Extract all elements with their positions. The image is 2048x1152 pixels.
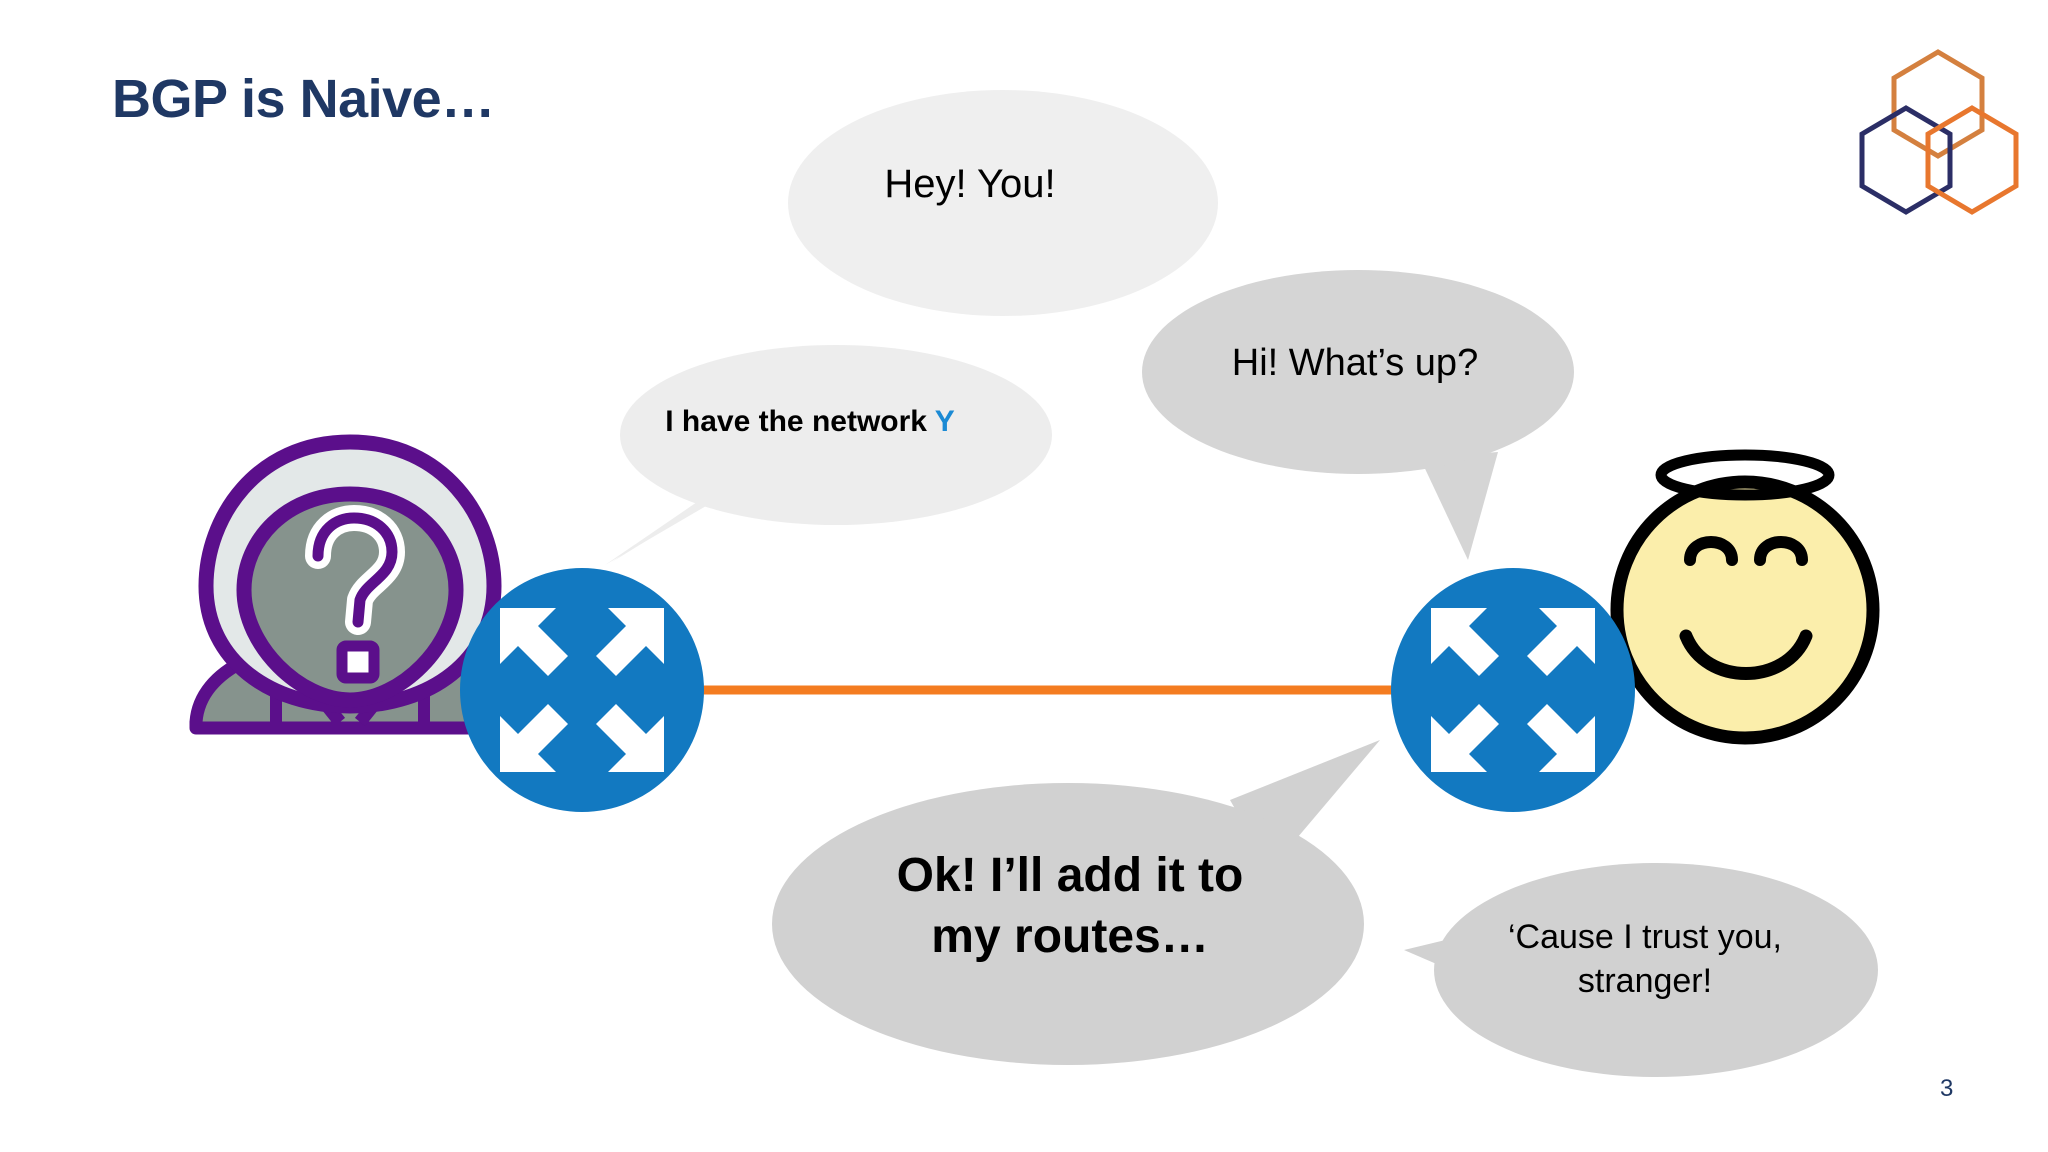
bubble-cause-i-trust-you <box>1404 863 1878 1077</box>
router-right[interactable] <box>1391 568 1635 812</box>
router-left[interactable] <box>460 568 704 812</box>
bubble-i-have-the-network <box>605 345 1052 565</box>
bubble-hey-you <box>788 90 1218 316</box>
three-hexagons-logo <box>1859 49 2019 215</box>
hacker-anonymous-figure <box>189 434 511 735</box>
page-number: 3 <box>1940 1075 1954 1102</box>
page-title: BGP is Naive… <box>112 69 495 129</box>
angel-smiley-face <box>1610 449 1880 745</box>
bubble-ok-ill-add-it <box>772 740 1380 1065</box>
bubble-hi-whats-up <box>1142 270 1574 560</box>
halo-icon <box>1655 449 1835 501</box>
